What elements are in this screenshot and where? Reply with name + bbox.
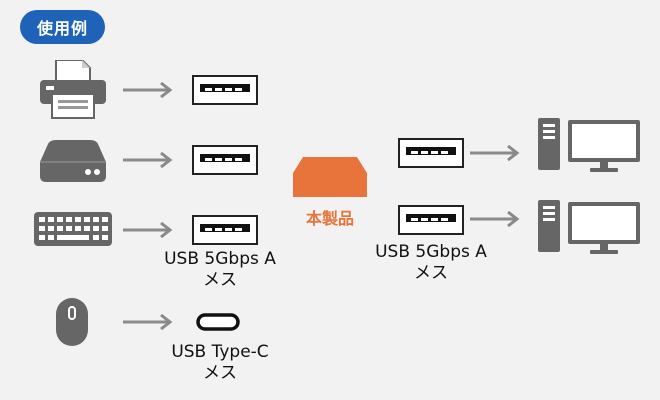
desktop-pc-icon [538, 118, 644, 174]
product-hub-icon [293, 157, 367, 197]
arrow-icon [123, 314, 175, 330]
hard-drive-icon [38, 140, 108, 182]
usage-example-badge: 使用例 [20, 10, 105, 44]
usb-a-right-label-line1: USB 5Gbps A [375, 242, 487, 262]
usb-a-left-label: USB 5Gbps A メス [135, 249, 305, 291]
mouse-icon [55, 297, 89, 347]
keyboard-icon [34, 212, 112, 246]
arrow-icon [123, 82, 175, 98]
usb-c-label-line2: メス [203, 363, 237, 383]
arrow-icon [470, 145, 522, 161]
product-label: 本製品 [305, 209, 354, 228]
usb-c-label: USB Type-C メス [135, 342, 305, 384]
usb-a-right-label-line2: メス [414, 263, 448, 283]
usb-a-port-icon [398, 205, 464, 235]
printer-icon [38, 60, 108, 120]
usb-a-left-label-line1: USB 5Gbps A [164, 249, 276, 269]
arrow-icon [470, 211, 522, 227]
arrow-icon [123, 222, 175, 238]
usb-a-port-icon [192, 145, 258, 175]
usb-a-port-icon [192, 215, 258, 245]
usb-a-right-label: USB 5Gbps A メス [346, 242, 516, 284]
desktop-pc-icon [538, 200, 644, 256]
arrow-icon [123, 152, 175, 168]
usb-c-label-line1: USB Type-C [171, 342, 269, 362]
usb-a-port-icon [192, 75, 258, 105]
usb-a-port-icon [398, 138, 464, 168]
usb-c-port-icon [196, 313, 240, 331]
usb-a-left-label-line2: メス [203, 270, 237, 290]
